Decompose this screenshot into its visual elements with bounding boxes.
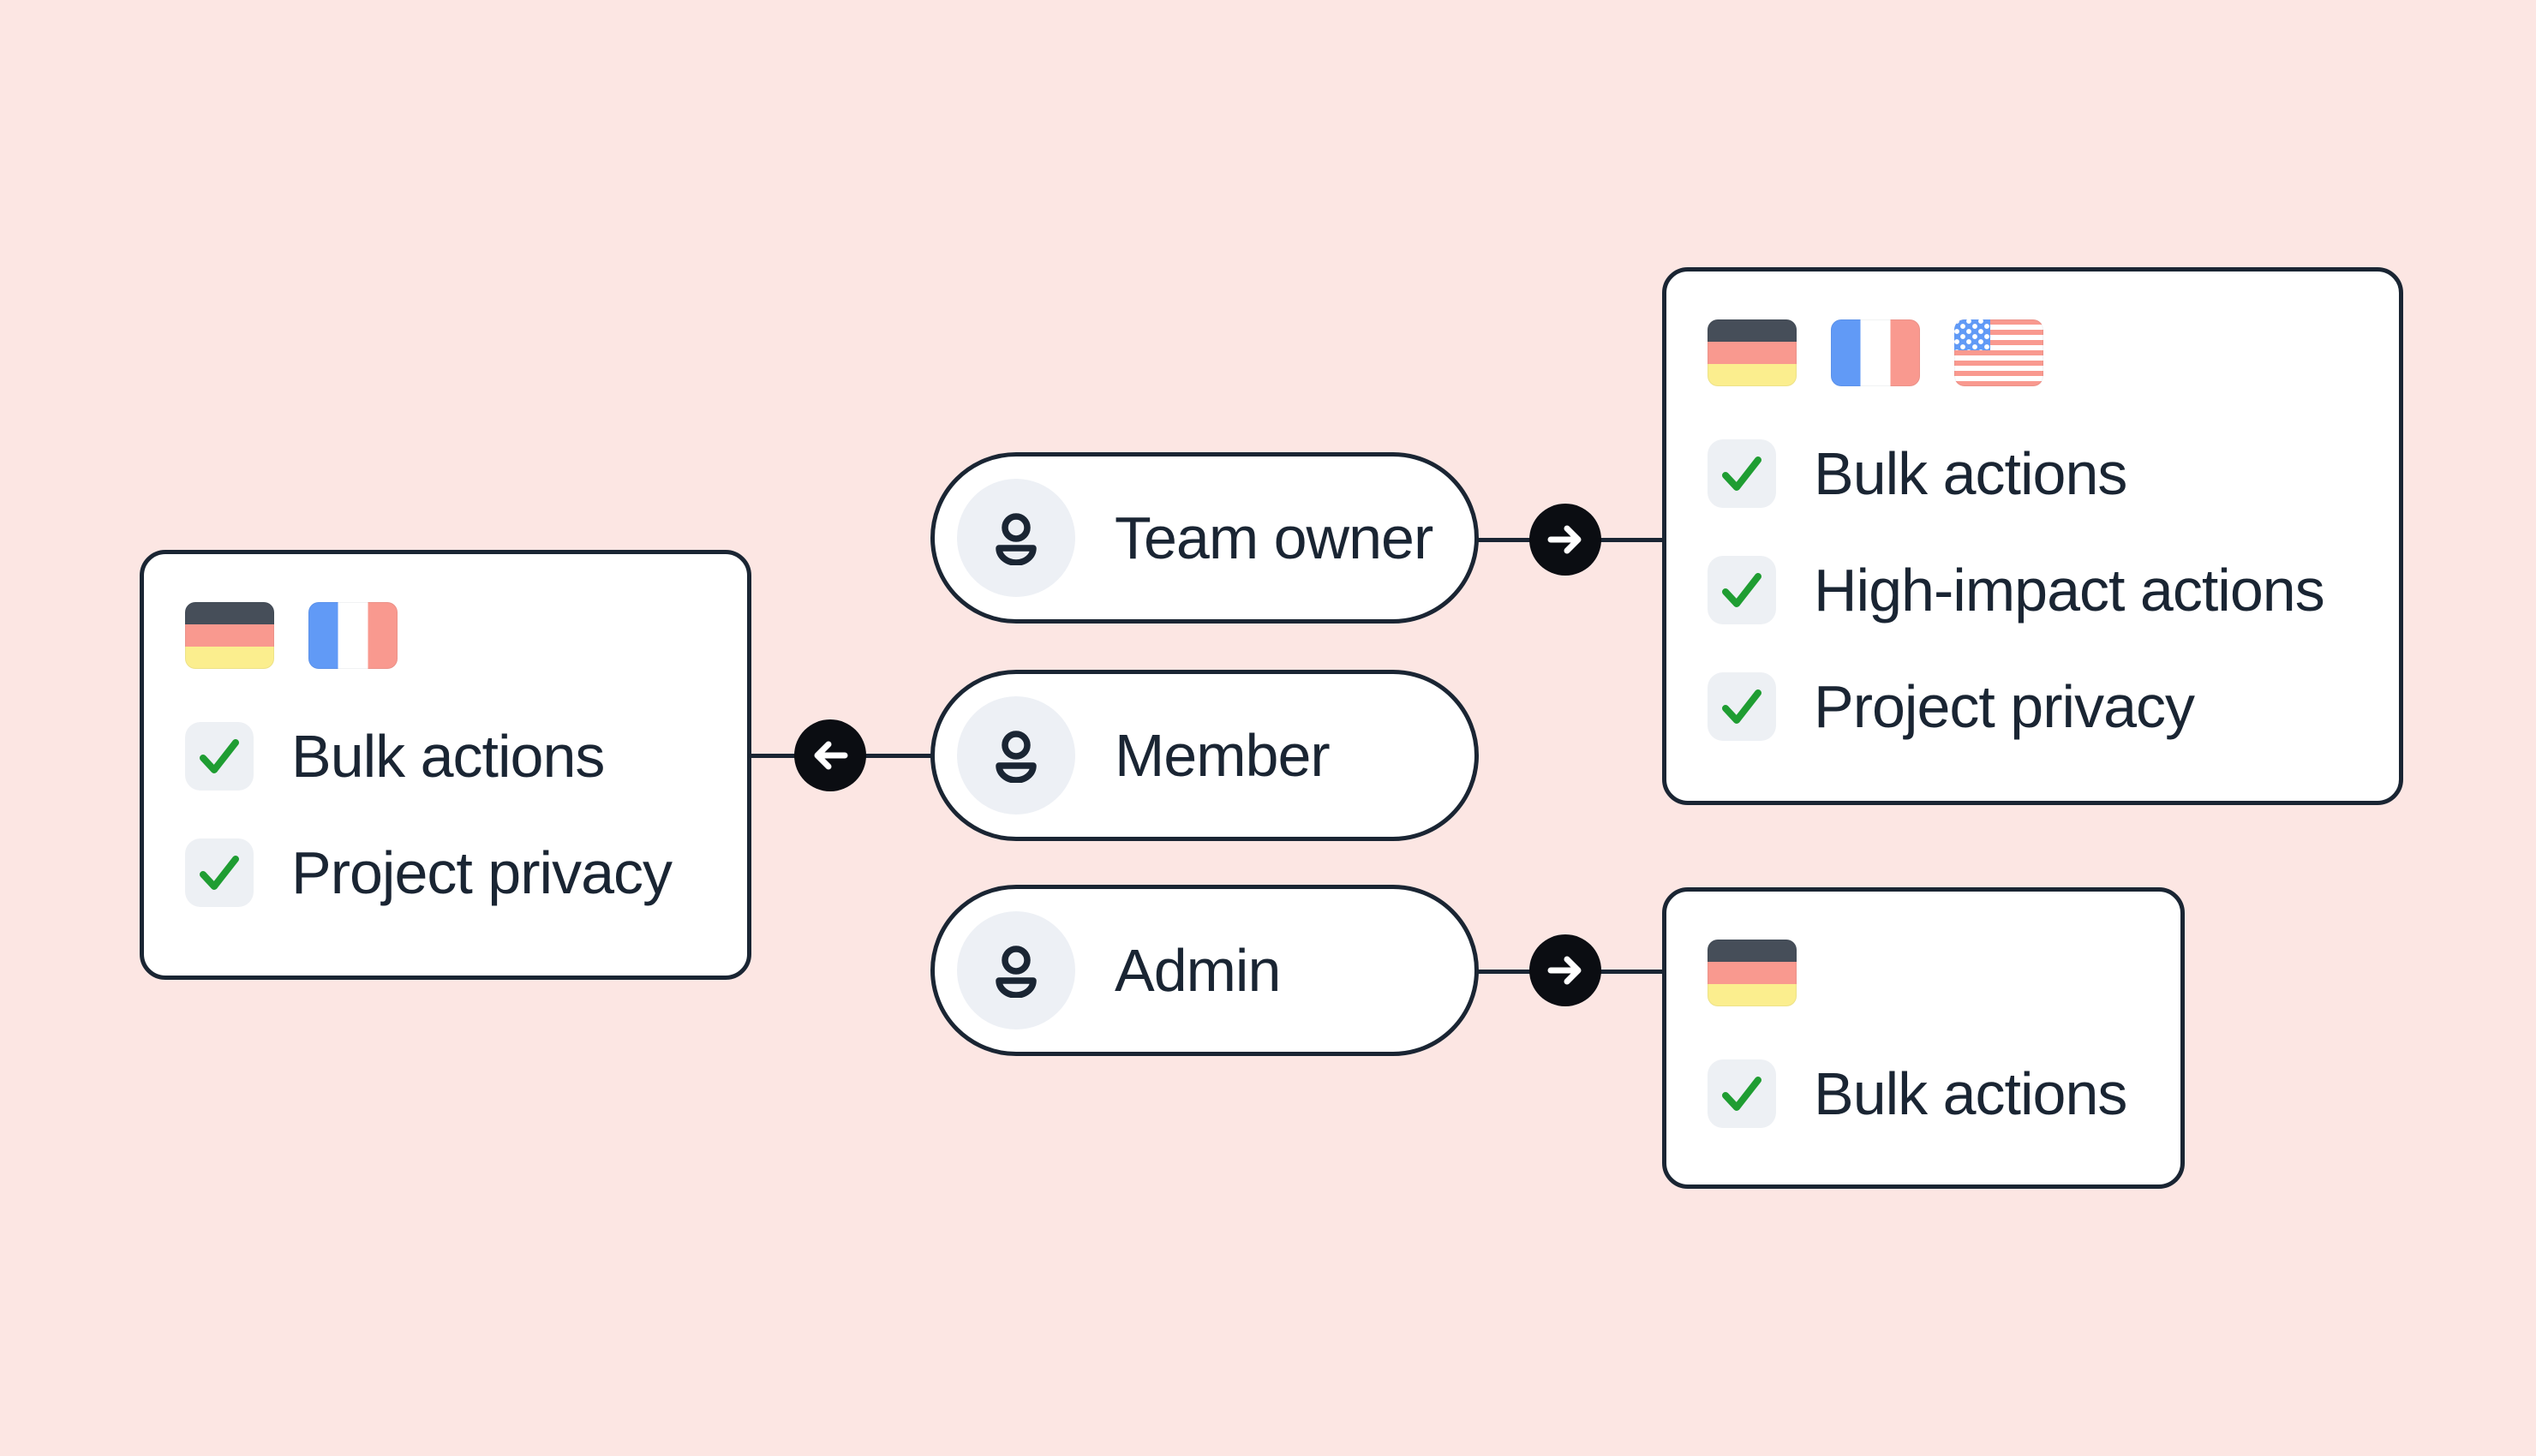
checkbox-checked (1708, 556, 1776, 624)
check-icon (1722, 1077, 1761, 1111)
role-pill-team-owner: Team owner (930, 452, 1479, 624)
permission-row: Project privacy (185, 838, 706, 907)
role-label: Member (1115, 722, 1331, 789)
checkbox-checked (185, 722, 254, 791)
permission-label: Project privacy (1814, 673, 2195, 740)
france-flag-icon (308, 602, 398, 669)
germany-flag-icon (185, 602, 274, 669)
flag-row (185, 602, 706, 669)
flag-row (1708, 940, 2139, 1006)
check-icon (1722, 573, 1761, 607)
avatar (957, 911, 1075, 1029)
arrow-right-badge (1529, 934, 1601, 1006)
person-icon (996, 731, 1037, 783)
role-pill-admin: Admin (930, 885, 1479, 1056)
germany-flag-icon (1708, 319, 1797, 386)
arrow-right-icon (1547, 525, 1582, 554)
role-label: Admin (1115, 937, 1281, 1004)
check-icon (1722, 689, 1761, 724)
avatar (957, 479, 1075, 597)
permission-row: Bulk actions (1708, 1059, 2139, 1128)
checkbox-checked (185, 838, 254, 907)
arrow-left-icon (814, 741, 848, 770)
checkbox-checked (1708, 1059, 1776, 1128)
permission-row: Bulk actions (185, 722, 706, 791)
flag-row (1708, 319, 2358, 386)
role-pill-member: Member (930, 670, 1479, 841)
check-icon (200, 739, 239, 773)
checkbox-checked (1708, 439, 1776, 508)
permission-label: Bulk actions (1814, 440, 2127, 507)
permission-row: Project privacy (1708, 672, 2358, 741)
permission-label: Bulk actions (1814, 1060, 2127, 1127)
france-flag-icon (1831, 319, 1920, 386)
permission-label: High-impact actions (1814, 557, 2325, 624)
team-owner-permissions-card: Bulk actions High-impact actions Project… (1662, 267, 2403, 805)
arrow-right-icon (1547, 956, 1582, 985)
person-icon (996, 946, 1037, 998)
check-icon (1722, 456, 1761, 491)
avatar (957, 696, 1075, 815)
admin-permissions-card: Bulk actions (1662, 887, 2185, 1189)
check-icon (200, 856, 239, 890)
arrow-right-badge (1529, 504, 1601, 576)
member-permissions-card: Bulk actions Project privacy (140, 550, 751, 980)
person-icon (996, 513, 1037, 565)
germany-flag-icon (1708, 940, 1797, 1006)
arrow-left-badge (794, 719, 866, 791)
checkbox-checked (1708, 672, 1776, 741)
role-label: Team owner (1115, 504, 1433, 571)
united-states-flag-icon (1954, 319, 2043, 386)
permission-row: Bulk actions (1708, 439, 2358, 508)
permission-label: Project privacy (291, 839, 673, 906)
permission-row: High-impact actions (1708, 556, 2358, 624)
permission-label: Bulk actions (291, 723, 605, 790)
